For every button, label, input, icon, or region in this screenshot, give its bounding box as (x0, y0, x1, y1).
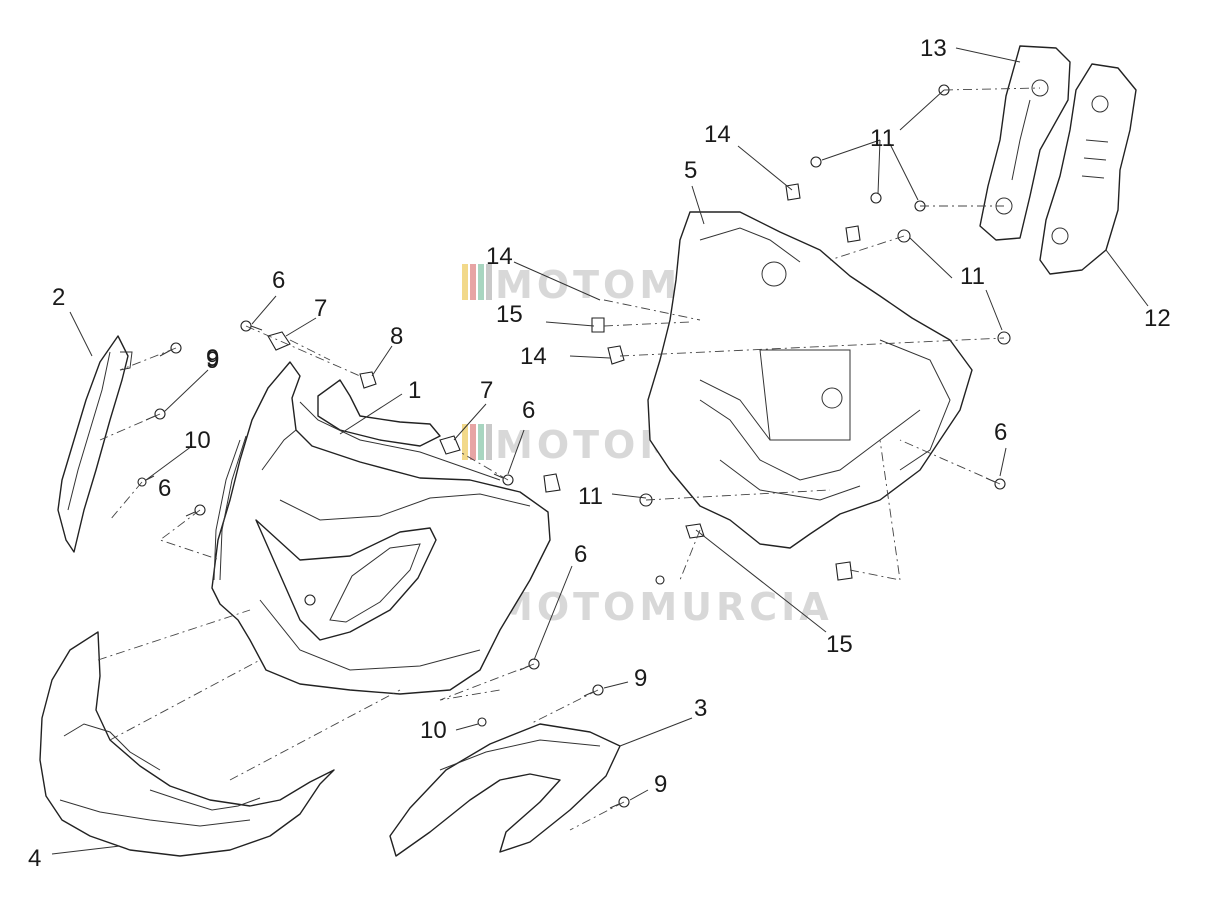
part-4-lower-spoiler (39, 631, 335, 857)
callout-6: 6 (574, 541, 587, 568)
callout-15: 15 (496, 301, 523, 328)
callout-13: 13 (920, 35, 947, 62)
callout-5: 5 (684, 157, 697, 184)
watermark-bottom: MOTOMURCIA (462, 585, 833, 629)
callouts: 2 1 3 4 5 6 6 6 6 6 7 7 8 9 9 9 9 10 10 … (28, 35, 1171, 872)
callout-3: 3 (694, 695, 707, 722)
part-7-clip (267, 331, 291, 351)
watermark-stripe (478, 264, 484, 300)
part-5-instrument-support (647, 211, 973, 549)
callout-12: 12 (1144, 305, 1171, 332)
callout-14: 14 (704, 121, 731, 148)
callout-6: 6 (272, 267, 285, 294)
callout-leaders (51, 47, 1149, 855)
assembly-lines (97, 87, 1041, 831)
part-14-clip (607, 345, 625, 365)
callout-2: 2 (52, 284, 65, 311)
callout-6: 6 (994, 419, 1007, 446)
callout-6: 6 (522, 397, 535, 424)
callout-4: 4 (28, 845, 41, 872)
watermark-stripe (462, 424, 468, 460)
part-7-clip (439, 435, 461, 455)
callout-7: 7 (480, 377, 493, 404)
callout-11: 11 (578, 483, 603, 510)
watermark-stripe (470, 424, 476, 460)
part-1-front-fairing (211, 361, 551, 695)
part-2-side-panel (57, 335, 133, 553)
watermark-stripe (486, 264, 492, 300)
part-13-bracket (979, 45, 1071, 241)
callout-14: 14 (486, 243, 513, 270)
callout-14: 14 (520, 343, 547, 370)
callout-9: 9 (206, 345, 219, 372)
callout-7: 7 (314, 295, 327, 322)
part-15-clip (685, 523, 705, 539)
callout-8: 8 (390, 323, 403, 350)
part-12-bracket (1039, 63, 1137, 275)
watermark-text: MOTOMURCIA (495, 585, 833, 629)
part-3-side-panel (389, 723, 621, 857)
callout-1: 1 (408, 377, 421, 404)
callout-9-second: 9 (206, 347, 219, 374)
watermark-stripe (470, 264, 476, 300)
callout-9: 9 (654, 771, 667, 798)
part-15-clip (543, 473, 561, 493)
watermark-stripe (478, 424, 484, 460)
callout-10: 10 (184, 427, 211, 454)
part-15-clip (591, 317, 605, 333)
callout-9: 9 (634, 665, 647, 692)
callout-6: 6 (158, 475, 171, 502)
callout-11: 11 (960, 263, 985, 290)
callout-15: 15 (826, 631, 853, 658)
part-15-clip (835, 561, 853, 581)
part-14-clip (845, 225, 861, 243)
callout-11: 11 (870, 125, 895, 152)
watermark-stripe (462, 264, 468, 300)
callout-10: 10 (420, 717, 447, 744)
watermark-stripe (486, 424, 492, 460)
